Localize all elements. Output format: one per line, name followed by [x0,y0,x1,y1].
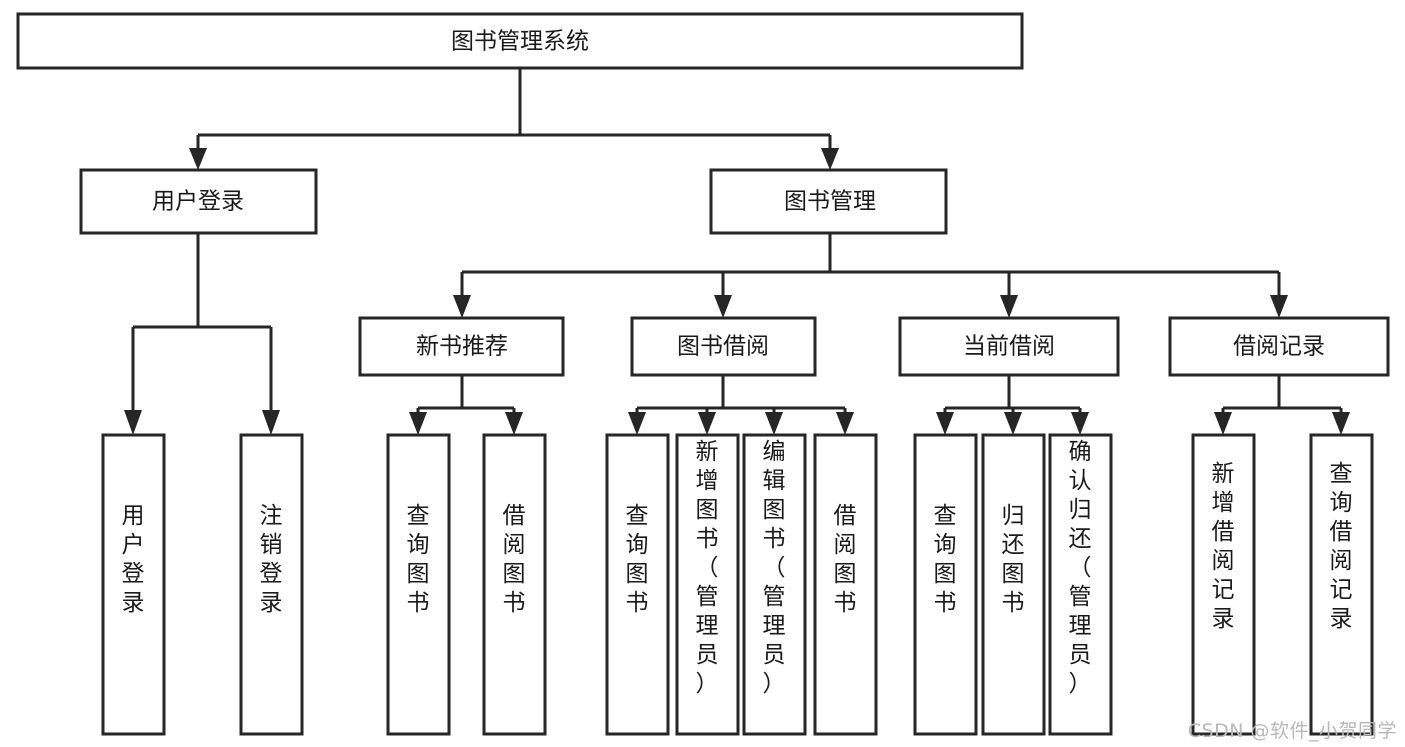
leaf-box[interactable] [1309,433,1374,736]
node-new-book-recommend-box[interactable] [358,316,565,377]
leaf-label: 查询借阅记录 [1330,461,1353,632]
arrow-head-currentborrow-leaf-2 [1004,412,1022,435]
node-borrow-record[interactable]: 借阅记录 [1168,316,1390,377]
arrow-head-currentborrow-leaf-3 [1071,412,1089,435]
leaf-label: 归还图书 [1002,503,1025,616]
arrow-head-bookborrow-leaf-2 [698,412,716,435]
node-root-label: 图书管理系统 [451,29,589,55]
node-current-borrow[interactable]: 当前借阅 [898,316,1120,377]
leaf-box[interactable] [913,433,978,736]
node-book-borrow-label: 图书借阅 [677,334,769,360]
node-user-login[interactable]: 用户登录 [79,168,318,235]
arrow-head-to-book-borrow [714,295,732,318]
leaf-new-book-2[interactable]: 借阅图书 [482,433,547,736]
arrow-head-bookborrow-leaf-3 [765,412,783,435]
leaf-box[interactable] [482,433,547,736]
leaf-box[interactable] [386,433,451,736]
leaf-box[interactable] [1048,433,1113,736]
leaf-box[interactable] [981,433,1046,736]
leaf-borrow-record-2[interactable]: 查询借阅记录 [1309,433,1374,736]
arrow-head-newbook-leaf-2 [505,412,523,435]
leaf-label: 查询图书 [626,503,649,616]
node-current-borrow-label: 当前借阅 [963,334,1055,360]
leaf-box[interactable] [101,433,166,736]
node-user-login-box[interactable] [79,168,318,235]
leaf-box[interactable] [742,433,807,736]
arrow-head-borrowrecord-leaf-2 [1332,412,1350,435]
leaf-box[interactable] [675,433,740,736]
arrow-head-bookborrow-leaf-1 [628,412,646,435]
leaf-new-book-1[interactable]: 查询图书 [386,433,451,736]
arrow-head-to-current-borrow [1000,295,1018,318]
leaf-book-borrow-3[interactable]: 编辑图书（管理员） [742,433,807,736]
leaf-label: 新增借阅记录 [1212,461,1235,632]
arrow-head-to-user-login [189,148,207,170]
leaf-user-login-2[interactable]: 注销登录 [239,433,304,736]
node-root-box[interactable] [16,12,1024,70]
leaf-label: 确认归还（管理员） [1069,439,1092,697]
leaf-current-borrow-3[interactable]: 确认归还（管理员） [1048,433,1113,736]
node-borrow-record-label: 借阅记录 [1233,334,1325,360]
leaf-label: 查询图书 [934,503,957,616]
leaf-label: 新增图书（管理员） [696,439,719,697]
node-root[interactable]: 图书管理系统 [16,12,1024,70]
leaf-box[interactable] [605,433,670,736]
arrow-head-bookborrow-leaf-4 [836,412,854,435]
node-new-book-recommend[interactable]: 新书推荐 [358,316,565,377]
leaf-book-borrow-2[interactable]: 新增图书（管理员） [675,433,740,736]
node-new-book-recommend-label: 新书推荐 [416,334,508,360]
arrow-head-to-book-manage [821,148,839,170]
leaf-label: 借阅图书 [834,503,857,616]
arrow-head-to-borrow-record [1270,295,1288,318]
leaf-box[interactable] [239,433,304,736]
node-user-login-label: 用户登录 [152,189,244,215]
leaf-label: 查询图书 [407,503,430,616]
node-book-borrow[interactable]: 图书借阅 [630,316,817,377]
arrow-head-userlogin-leaf-2 [262,410,280,435]
arrow-head-currentborrow-leaf-1 [936,412,954,435]
node-book-manage-label: 图书管理 [784,189,876,215]
leaf-borrow-record-1[interactable]: 新增借阅记录 [1191,433,1256,736]
node-book-manage[interactable]: 图书管理 [709,168,948,235]
leaf-book-borrow-1[interactable]: 查询图书 [605,433,670,736]
arrow-head-userlogin-leaf-1 [124,410,142,435]
leaf-box[interactable] [813,433,878,736]
node-book-manage-box[interactable] [709,168,948,235]
leaf-box[interactable] [1191,433,1256,736]
leaf-current-borrow-2[interactable]: 归还图书 [981,433,1046,736]
leaf-user-login-1[interactable]: 用户登录 [101,433,166,736]
leaf-current-borrow-1[interactable]: 查询图书 [913,433,978,736]
leaf-label: 注销登录 [260,503,283,616]
node-borrow-record-box[interactable] [1168,316,1390,377]
arrow-head-to-new-book [453,295,471,318]
arrow-head-newbook-leaf-1 [409,412,427,435]
node-current-borrow-box[interactable] [898,316,1120,377]
connector-layer [124,68,1350,435]
node-book-borrow-box[interactable] [630,316,817,377]
leaf-book-borrow-4[interactable]: 借阅图书 [813,433,878,736]
leaf-label: 借阅图书 [503,503,526,616]
leaf-label: 用户登录 [122,503,145,616]
arrow-head-borrowrecord-leaf-1 [1214,412,1232,435]
leaf-label: 编辑图书（管理员） [763,439,786,697]
